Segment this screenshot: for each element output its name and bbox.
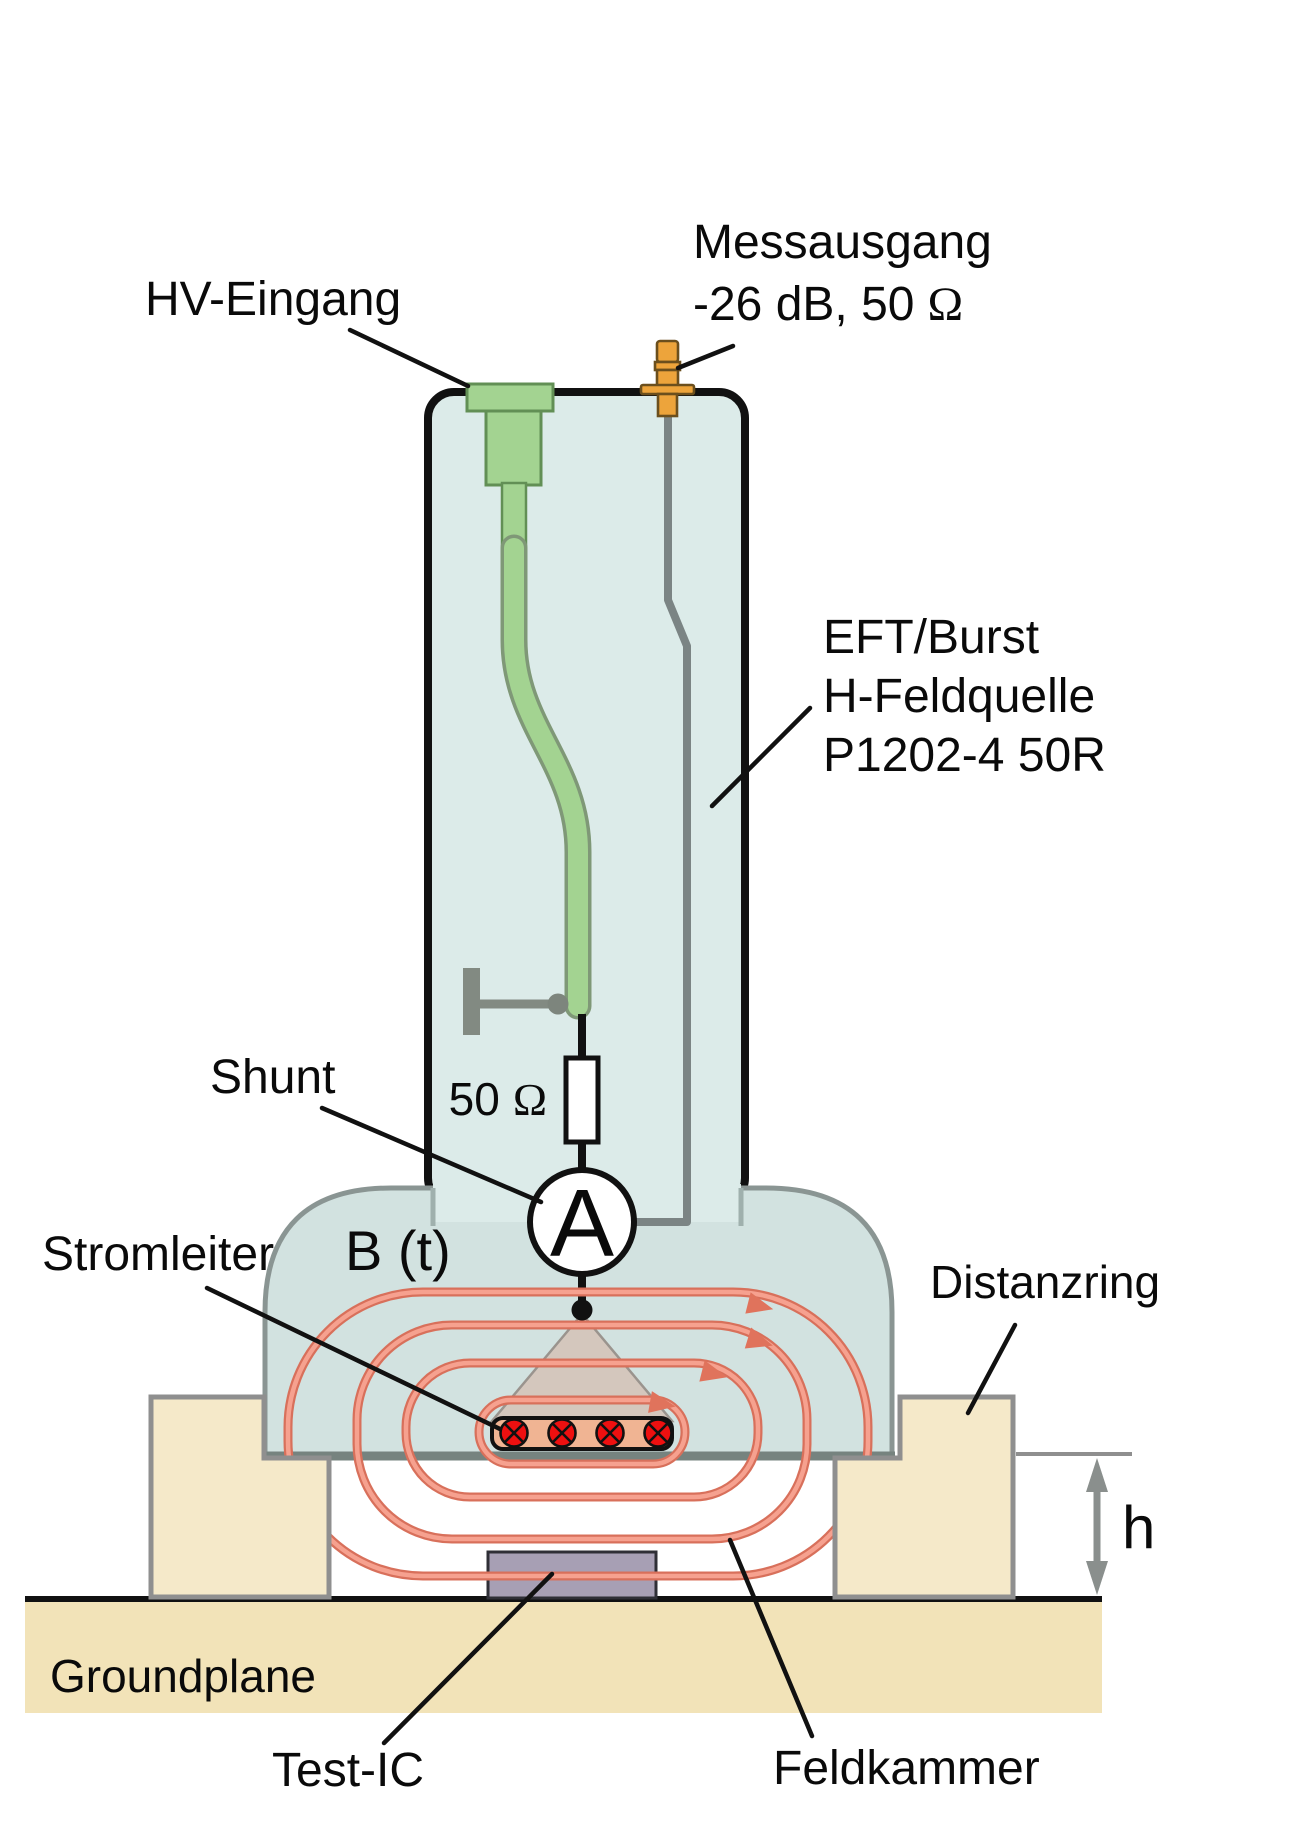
source-label-line2: H-Feldquelle bbox=[823, 670, 1095, 723]
feed-point-dot bbox=[571, 1299, 593, 1321]
current-into-page-symbol bbox=[547, 1418, 577, 1448]
hv-cable bbox=[500, 534, 592, 1020]
field-line-loop bbox=[285, 1289, 871, 1579]
meas-output-leader bbox=[675, 343, 736, 371]
current-into-page-symbols bbox=[499, 1418, 673, 1448]
field-line-loop bbox=[403, 1360, 761, 1500]
height-dimension bbox=[1016, 1452, 1132, 1595]
field-direction-arrows bbox=[648, 1292, 774, 1413]
shunt-resistor bbox=[563, 1055, 601, 1145]
shunt-leader bbox=[319, 1105, 544, 1205]
hv-connector bbox=[465, 382, 555, 557]
hv-input-leader bbox=[347, 327, 471, 389]
field-line-loop bbox=[354, 1322, 810, 1542]
field-chamber-label: Feldkammer bbox=[773, 1742, 1040, 1795]
groundplane-label: Groundplane bbox=[50, 1650, 316, 1702]
test-ic-leader bbox=[381, 1571, 555, 1746]
field-arrow bbox=[648, 1391, 676, 1413]
field-arrow bbox=[699, 1360, 728, 1382]
spacer-ring-label: Distanzring bbox=[930, 1256, 1160, 1308]
conductor-leader bbox=[204, 1285, 503, 1432]
source-label-line1: EFT/Burst bbox=[823, 611, 1039, 664]
spacer-ring-left bbox=[148, 1394, 332, 1600]
meas-output-label-line1: Messausgang bbox=[693, 216, 992, 269]
field-arrow bbox=[745, 1292, 774, 1314]
cable-clamp bbox=[463, 968, 569, 1035]
height-arrow-down bbox=[1086, 1561, 1108, 1595]
height-label: h bbox=[1122, 1494, 1155, 1561]
current-into-page-symbol bbox=[595, 1418, 625, 1448]
shunt-label: Shunt bbox=[210, 1051, 335, 1104]
measurement-wire bbox=[636, 414, 691, 1226]
current-into-page-symbol bbox=[499, 1418, 529, 1448]
source-label-line3: P1202-4 50R bbox=[823, 729, 1106, 782]
ammeter: A bbox=[527, 1167, 637, 1277]
source-leader bbox=[709, 705, 813, 809]
spacer-ring-right bbox=[832, 1394, 1016, 1600]
field-line-loop bbox=[476, 1397, 688, 1467]
spacer-ring-leader bbox=[965, 1322, 1018, 1416]
test-ic-label: Test-IC bbox=[272, 1744, 424, 1797]
ammeter-letter: A bbox=[550, 1170, 614, 1277]
leader-lines bbox=[204, 327, 1018, 1746]
measurement-output-connector bbox=[639, 339, 696, 418]
field-line-loops bbox=[283, 1287, 873, 1581]
b-field-label: B (t) bbox=[345, 1219, 451, 1282]
groundplane-slab bbox=[25, 1599, 1102, 1713]
height-arrow-up bbox=[1086, 1458, 1108, 1492]
conductor-label: Stromleiter bbox=[42, 1228, 274, 1281]
current-into-page-symbol bbox=[643, 1418, 673, 1448]
field-chamber-leader bbox=[727, 1537, 815, 1739]
field-arrow bbox=[744, 1327, 773, 1349]
hv-input-label: HV-Eingang bbox=[145, 273, 401, 326]
